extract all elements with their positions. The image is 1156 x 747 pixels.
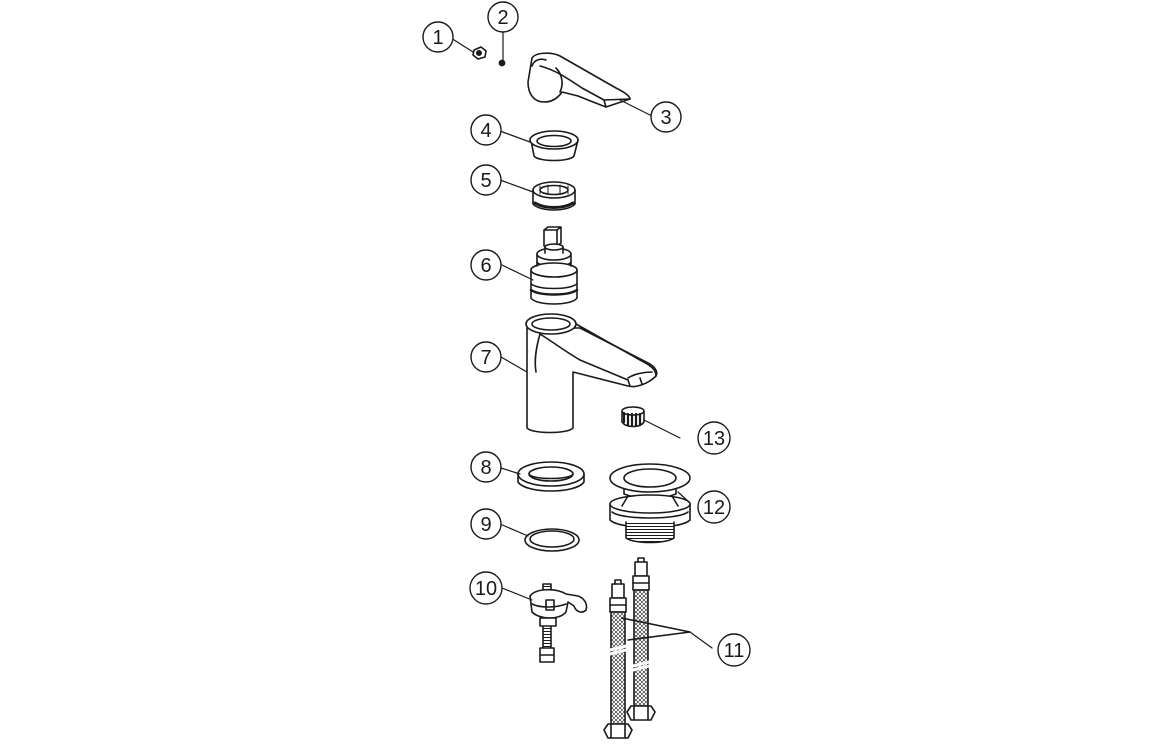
callout-12: 12	[697, 490, 731, 524]
callout-12-label: 12	[703, 497, 725, 519]
part-waste	[609, 463, 691, 544]
part-shroud	[529, 130, 579, 162]
callout-7: 7	[470, 341, 502, 373]
callout-11-label: 11	[724, 640, 745, 662]
callout-5: 5	[470, 164, 502, 196]
part-cartridge	[529, 226, 579, 305]
callout-6-label: 6	[480, 255, 491, 277]
part-base-plate	[517, 461, 585, 492]
callout-4-label: 4	[480, 120, 491, 142]
part-hoses	[603, 557, 691, 739]
leader-lines	[450, 28, 713, 649]
part-tap-body	[525, 313, 658, 434]
callout-2-label: 2	[497, 7, 508, 29]
callouts: 1 2 3 4 5 6 7 8	[422, 1, 751, 667]
callout-6: 6	[470, 249, 502, 281]
callout-13: 13	[697, 421, 731, 455]
part-grub-screw-cap	[472, 46, 487, 60]
callout-1-label: 1	[432, 27, 443, 49]
callout-7-label: 7	[480, 347, 491, 369]
part-retaining-nut	[532, 181, 576, 211]
callout-2: 2	[487, 1, 519, 33]
callout-13-label: 13	[703, 428, 725, 450]
callout-5-label: 5	[480, 170, 491, 192]
callout-3-label: 3	[660, 107, 671, 129]
part-base-washer	[524, 528, 580, 552]
part-aerator	[621, 406, 645, 428]
callout-3: 3	[650, 101, 682, 133]
callout-9: 9	[470, 508, 502, 540]
callout-8-label: 8	[480, 457, 491, 479]
callout-8: 8	[470, 451, 502, 483]
part-lever-handle	[527, 52, 631, 108]
callout-10-label: 10	[475, 578, 497, 600]
callout-9-label: 9	[480, 514, 491, 536]
callout-1: 1	[422, 21, 454, 53]
callout-11: 11	[717, 633, 751, 667]
callout-4: 4	[470, 114, 502, 146]
part-fixing-kit	[529, 583, 588, 663]
callout-10: 10	[469, 571, 503, 605]
part-grub-screw	[498, 59, 506, 67]
